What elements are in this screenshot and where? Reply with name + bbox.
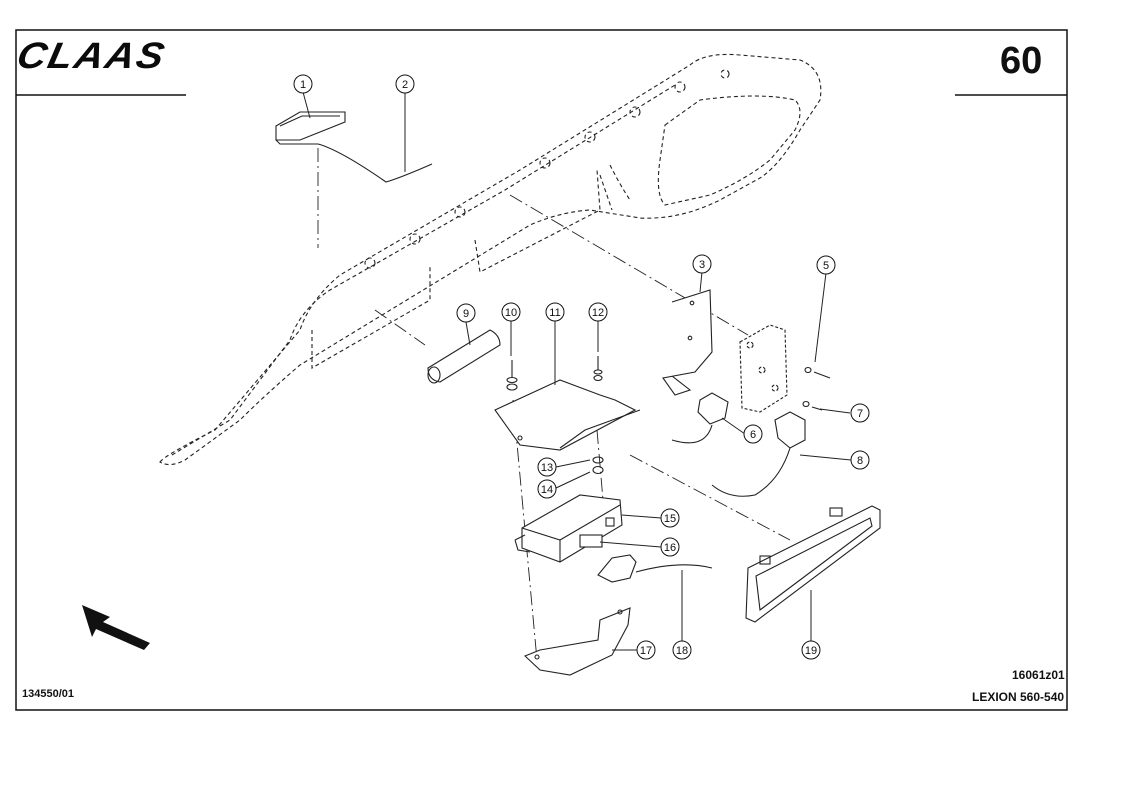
part-19-frame	[745, 505, 881, 623]
callout-5: 5	[816, 255, 836, 275]
part-1-switch	[275, 111, 433, 183]
parts-5-7-screws	[802, 366, 831, 411]
callout-1: 1	[293, 74, 313, 94]
callout-9-label: 9	[463, 308, 469, 320]
callouts: 1 2 3 5 6 7 8 9 10 11 12 13 14 15 16 17 …	[293, 74, 870, 660]
callout-19-label: 19	[805, 645, 817, 657]
callout-1-label: 1	[300, 79, 306, 91]
brand-logo: CLAAS	[13, 36, 170, 77]
callout-17-label: 17	[640, 645, 652, 657]
part-15-control-unit	[514, 494, 623, 563]
callout-9: 9	[456, 303, 476, 323]
part-3-plate	[662, 289, 713, 396]
callout-2-label: 2	[402, 79, 408, 91]
callout-13: 13	[537, 457, 557, 477]
callout-18-label: 18	[676, 645, 688, 657]
callout-7: 7	[850, 403, 870, 423]
callout-15-label: 15	[664, 513, 676, 525]
callout-8-label: 8	[857, 455, 863, 467]
callout-12-label: 12	[592, 307, 604, 319]
callout-12: 12	[588, 302, 608, 322]
cab-frame-outline	[159, 53, 822, 466]
callout-14: 14	[537, 479, 557, 499]
callout-15: 15	[660, 508, 680, 528]
model-name: LEXION 560-540	[972, 690, 1065, 704]
callout-3: 3	[692, 254, 712, 274]
part-17-bracket	[523, 607, 631, 676]
fasteners-10-12	[506, 356, 603, 391]
leader-lines	[302, 91, 852, 651]
callout-3-label: 3	[699, 259, 705, 271]
callout-10: 10	[501, 302, 521, 322]
callout-7-label: 7	[857, 408, 863, 420]
callout-16: 16	[660, 537, 680, 557]
callout-14-label: 14	[541, 484, 553, 496]
callout-13-label: 13	[541, 462, 553, 474]
part-18-cable	[597, 554, 713, 583]
callout-10-label: 10	[505, 307, 517, 319]
part-9-sleeve	[427, 329, 501, 384]
parts-13-14-washers	[592, 456, 604, 475]
direction-arrow-icon	[82, 605, 150, 650]
callout-6-label: 6	[750, 429, 756, 441]
callout-18: 18	[672, 640, 692, 660]
callout-16-label: 16	[664, 542, 676, 554]
drawing-code: 16061z01	[1012, 668, 1065, 682]
callout-5-label: 5	[823, 260, 829, 272]
callout-11: 11	[545, 302, 565, 322]
callout-2: 2	[395, 74, 415, 94]
document-id: 134550/01	[22, 688, 74, 700]
callout-8: 8	[850, 450, 870, 470]
callout-19: 19	[801, 640, 821, 660]
part-8-connector	[711, 411, 806, 497]
part-11-plate	[494, 379, 641, 451]
page-border	[15, 29, 1068, 711]
relay-block	[739, 324, 788, 413]
page-number: 60	[1000, 40, 1043, 82]
part-6-sensor	[671, 392, 729, 444]
callout-6: 6	[743, 424, 763, 444]
callout-11-label: 11	[549, 307, 560, 319]
exploded-view	[82, 53, 881, 676]
callout-17: 17	[636, 640, 656, 660]
